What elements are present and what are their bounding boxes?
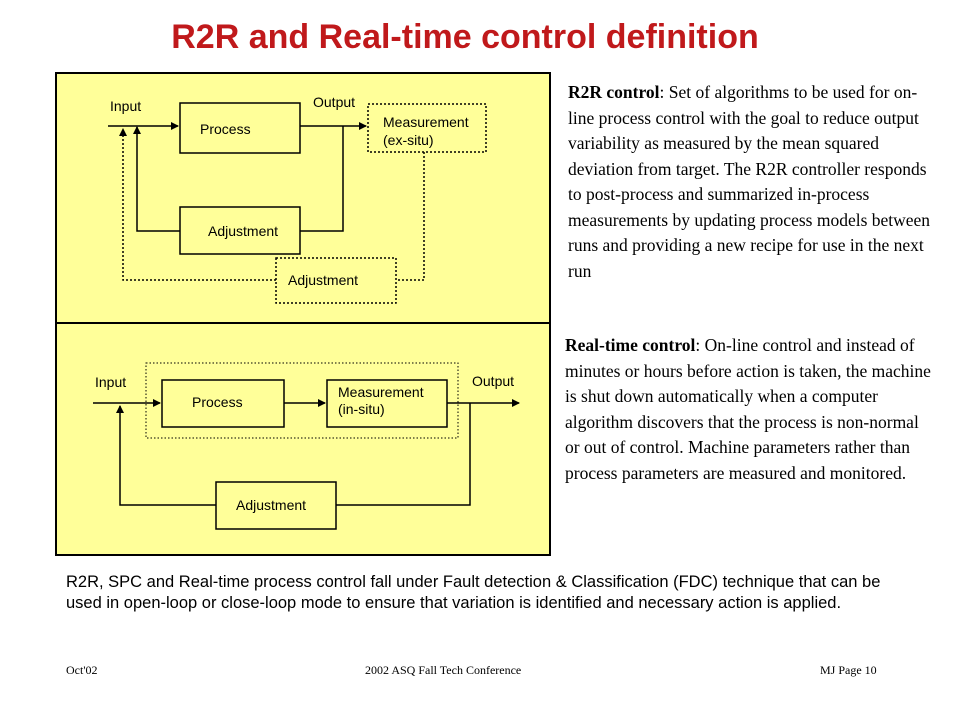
rt-measurement-label-1: Measurement bbox=[338, 384, 424, 400]
slide-title: R2R and Real-time control definition bbox=[171, 18, 759, 56]
fdc-summary: R2R, SPC and Real-time process control f… bbox=[66, 573, 881, 612]
inner-feedback-arrow bbox=[133, 126, 180, 232]
input-label: Input bbox=[110, 98, 141, 114]
measurement-label-2: (ex-situ) bbox=[383, 132, 434, 148]
measurement-box bbox=[367, 103, 487, 153]
insitu-boundary bbox=[145, 362, 459, 439]
footer-page: MJ Page 10 bbox=[820, 663, 877, 677]
r2r-diagram: Input Process Output Measurement (ex-sit… bbox=[108, 94, 487, 304]
realtime-diagram: Input Process Measurement (in-situ) Outp… bbox=[93, 362, 520, 530]
rt-measurement-box bbox=[326, 379, 448, 428]
rt-feedback-arrow bbox=[116, 405, 216, 506]
footer-conference: 2002 ASQ Fall Tech Conference bbox=[365, 663, 522, 677]
realtime-definition-text: : On-line control and instead of minutes… bbox=[565, 335, 931, 483]
inner-feedback-line bbox=[300, 126, 344, 232]
r2r-definition-text: : Set of algorithms to be used for on-li… bbox=[568, 82, 931, 281]
outer-feedback-arrow bbox=[119, 128, 276, 281]
process-label: Process bbox=[200, 121, 251, 137]
rt-measurement-label-2: (in-situ) bbox=[338, 401, 385, 417]
process-box bbox=[179, 102, 301, 154]
rt-adjustment-label: Adjustment bbox=[236, 497, 306, 513]
adjustment-box-outer bbox=[275, 257, 397, 304]
realtime-term: Real-time control bbox=[565, 335, 696, 355]
output-label: Output bbox=[313, 94, 355, 110]
r2r-definition: R2R control: Set of algorithms to be use… bbox=[568, 80, 938, 284]
rt-process-box bbox=[161, 379, 285, 428]
adjustment-inner-label: Adjustment bbox=[208, 223, 278, 239]
rt-process-label: Process bbox=[192, 394, 243, 410]
outer-feedback-line bbox=[396, 152, 425, 281]
rt-feedback-line bbox=[336, 403, 471, 506]
rt-input-label: Input bbox=[95, 374, 126, 390]
measurement-label-1: Measurement bbox=[383, 114, 469, 130]
adjustment-outer-label: Adjustment bbox=[288, 272, 358, 288]
realtime-definition: Real-time control: On-line control and i… bbox=[565, 333, 935, 486]
rt-output-label: Output bbox=[472, 373, 514, 389]
r2r-term: R2R control bbox=[568, 82, 660, 102]
footer-date: Oct'02 bbox=[66, 663, 98, 677]
